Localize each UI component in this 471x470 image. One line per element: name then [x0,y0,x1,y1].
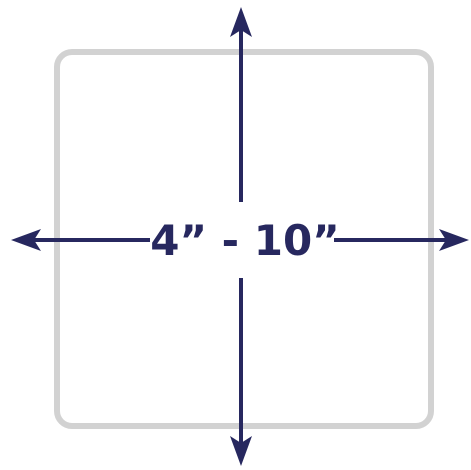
arrow-head-down-icon [230,436,252,466]
size-range-label: 4” - 10” [150,216,340,265]
arrow-head-right-icon [439,229,469,251]
vertical-arrow-icon [230,7,252,466]
arrow-head-left-icon [11,229,41,251]
horizontal-arrow-icon [11,229,469,251]
arrow-head-up-icon [230,7,252,37]
